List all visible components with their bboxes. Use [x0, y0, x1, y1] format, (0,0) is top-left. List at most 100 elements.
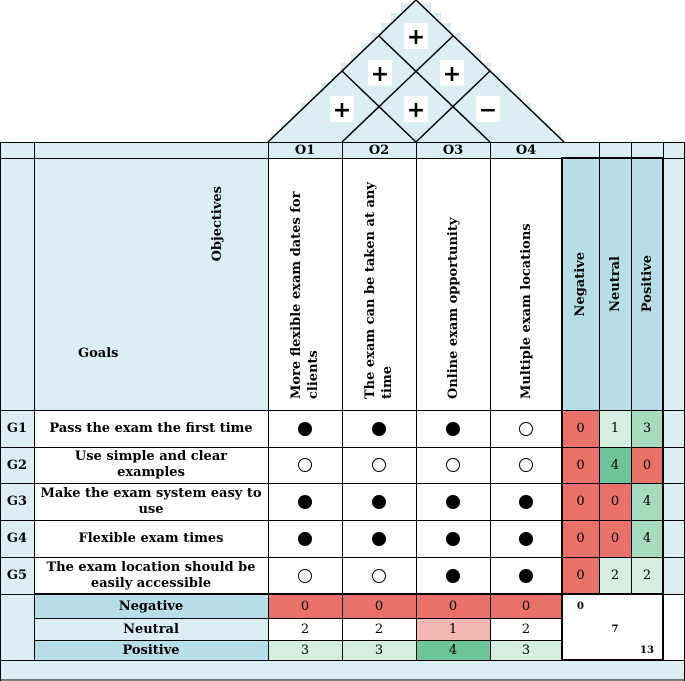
summary-bg: [268, 594, 342, 618]
summary-value: 2: [300, 621, 310, 637]
relation-cell: [416, 557, 490, 594]
weak-relation-icon: [519, 421, 533, 436]
summary-label: Neutral: [123, 621, 179, 637]
neutral-header: Neutral: [607, 256, 623, 312]
goal-code: G3: [6, 494, 28, 509]
objective-code: O3: [442, 142, 464, 158]
negative-total: 0: [577, 600, 584, 612]
relation-cell: [268, 557, 342, 594]
footer-band: [0, 660, 685, 680]
relation-cell: [342, 557, 416, 594]
positive-count: 4: [642, 494, 652, 509]
strong-relation-icon: [446, 531, 460, 546]
strong-relation-icon: [298, 531, 312, 546]
goal-text: Pass the exam the first time: [49, 420, 253, 436]
negative-count: 0: [576, 568, 585, 583]
goal-text: Make the exam system easy to use: [40, 485, 262, 517]
goal-text: Use simple and clear examples: [74, 449, 228, 480]
neutral-count: 4: [610, 457, 620, 473]
relation-cell: [342, 410, 416, 447]
relation-cell: [268, 410, 342, 447]
summary-bg: [416, 594, 490, 618]
objective-text: More flexible exam dates for clients: [289, 191, 321, 399]
weak-relation-icon: [372, 458, 386, 472]
count-bg: [562, 483, 599, 520]
relation-cell: [490, 557, 562, 594]
roof-sign-6: −: [478, 97, 498, 123]
summary-value: 1: [448, 621, 458, 637]
relation-cell: [268, 447, 342, 483]
neutral-count: 1: [610, 421, 620, 436]
goal-text: The exam location should be easily acces…: [46, 559, 256, 591]
summary-value: 4: [448, 642, 458, 658]
objective-text: The exam can be taken at any time: [363, 182, 395, 399]
negative-count: 0: [576, 531, 585, 546]
negative-header-cell: [562, 158, 599, 410]
count-bg: [599, 520, 631, 557]
relation-cell: [268, 520, 342, 557]
relation-cell: [268, 483, 342, 520]
goal-text: Flexible exam times: [78, 530, 224, 546]
relation-cell: [416, 447, 490, 483]
strong-relation-icon: [372, 494, 386, 509]
positive-count: 0: [642, 457, 652, 473]
summary-value: 0: [374, 598, 384, 614]
weak-relation-icon: [519, 458, 533, 472]
summary-value: 0: [300, 598, 310, 614]
objective-code: O2: [368, 142, 390, 158]
strong-relation-icon: [372, 421, 386, 436]
summary-value: 2: [374, 621, 384, 637]
strong-relation-icon: [372, 531, 386, 546]
positive-header: Positive: [639, 255, 655, 313]
summary-value: 3: [300, 642, 310, 658]
relation-cell: [416, 483, 490, 520]
summary-label-bg: [34, 594, 268, 618]
summary-bg: [490, 594, 562, 618]
count-bg: [599, 410, 631, 447]
roof-sign-4: +: [332, 97, 352, 123]
relation-cell: [342, 483, 416, 520]
count-bg: [631, 483, 663, 520]
relation-cell: [342, 447, 416, 483]
summary-bg: [416, 640, 490, 660]
negative-count: 0: [576, 457, 585, 473]
strong-relation-icon: [519, 531, 533, 546]
neutral-header-cell: [599, 158, 631, 410]
relation-cell: [490, 410, 562, 447]
relation-cell: [416, 520, 490, 557]
count-bg: [631, 447, 663, 483]
summary-label: Negative: [118, 598, 184, 614]
roof-sign-1: +: [406, 24, 426, 50]
objective-code: O4: [515, 142, 537, 158]
objectives-header-label: Objectives: [210, 186, 225, 262]
objectives-goals-header-cell: [34, 158, 268, 410]
positive-count: 2: [642, 568, 652, 583]
summary-value: 0: [448, 598, 458, 614]
summary-bg: [490, 640, 562, 660]
summary-bg: [268, 640, 342, 660]
weak-relation-icon: [298, 568, 312, 583]
strong-relation-icon: [446, 421, 460, 436]
weak-relation-icon: [372, 568, 386, 583]
strong-relation-icon: [519, 568, 533, 583]
objective-code: O1: [294, 142, 316, 158]
strong-relation-icon: [298, 421, 312, 436]
neutral-count: 0: [610, 531, 620, 546]
roof-sign-3: +: [442, 61, 462, 87]
weak-relation-icon: [446, 458, 460, 472]
count-bg: [599, 483, 631, 520]
negative-header: Negative: [573, 251, 588, 317]
summary-bg: [342, 640, 416, 660]
relation-cell: [490, 447, 562, 483]
summary-value: 3: [521, 642, 531, 658]
neutral-count: 2: [610, 568, 620, 583]
goal-code: G1: [6, 421, 28, 436]
count-bg: [599, 557, 631, 594]
relation-cell: [490, 520, 562, 557]
relation-cell: [342, 520, 416, 557]
count-bg: [599, 447, 631, 483]
positive-header-cell: [631, 158, 663, 410]
negative-count: 0: [576, 494, 585, 509]
